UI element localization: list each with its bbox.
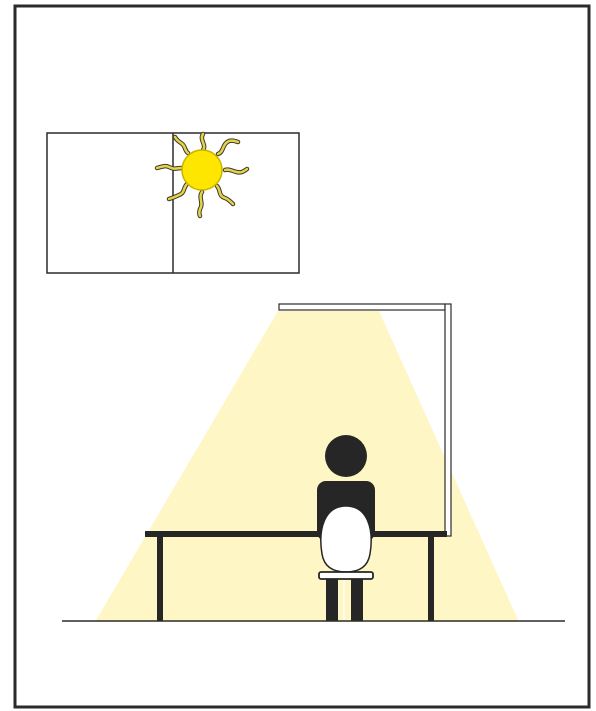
desk-top <box>145 531 447 537</box>
sun-disc <box>182 150 222 190</box>
chair-leg-left <box>326 579 338 621</box>
chair-leg-right <box>351 579 363 621</box>
chair-seat <box>319 572 373 579</box>
lamp-pole <box>445 304 451 536</box>
person-head <box>325 435 367 477</box>
chair-back <box>321 506 371 572</box>
window <box>47 133 299 273</box>
desk-leg-right <box>428 537 434 621</box>
lamp-head <box>279 304 445 310</box>
desk-leg-left <box>157 537 163 621</box>
